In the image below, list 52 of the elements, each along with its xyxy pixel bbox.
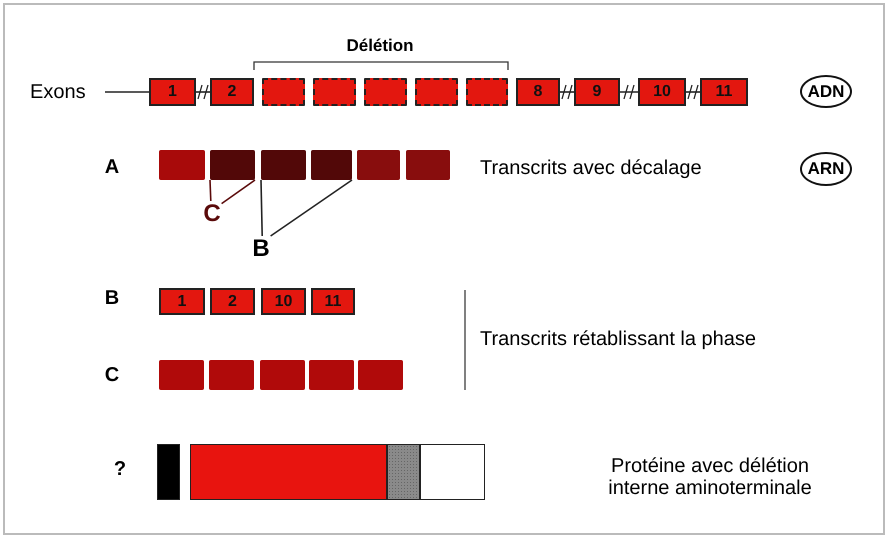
connector-line [105,91,149,93]
row-label: ? [114,458,126,481]
exon-box: 8 [516,78,560,106]
deleted-exon-box [466,78,508,106]
intron-line [620,84,638,100]
callout-letter: C [200,201,224,227]
protein-segment [190,444,387,500]
leader-line [270,179,352,237]
exon-box: 2 [210,78,254,106]
intron-line [196,84,210,100]
transcript-block [261,150,306,180]
protein-segment [157,444,180,500]
row-label: A [104,156,120,179]
deletion-label: Délétion [346,36,414,56]
caption-text: Transcrits avec décalage [480,157,702,180]
deleted-exon-box [313,78,356,106]
transcript-block [311,150,352,180]
callout-letter: B [249,236,273,262]
transcript-block [358,360,403,390]
leader-line [209,180,212,202]
exon-box: 10 [261,288,306,315]
intron-line [560,84,574,100]
transcript-block [260,360,305,390]
transcript-block [209,360,254,390]
intron-line [686,84,700,100]
exons-label: Exons [30,80,105,104]
exon-box: 11 [311,288,355,315]
protein-segment [420,444,485,500]
caption-text: Transcrits rétablissant la phase [480,328,756,351]
leader-line [221,179,256,204]
transcript-block [357,150,400,180]
transcript-block [159,360,204,390]
row-label: C [104,364,120,387]
transcript-block [159,150,205,180]
exon-box: 9 [574,78,620,106]
molecule-oval: ARN [800,152,852,186]
leader-line [260,180,263,236]
row-label: B [104,287,120,310]
transcript-block [210,150,255,180]
exon-box: 2 [210,288,255,315]
transcript-block [309,360,354,390]
transcript-block [406,150,450,180]
deleted-exon-box [415,78,458,106]
caption-text: Protéine avec délétion interne aminoterminale [607,455,813,499]
exon-box: 1 [159,288,205,315]
molecule-oval: ADN [800,75,852,108]
deleted-exon-box [262,78,305,106]
protein-segment [387,444,420,500]
deleted-exon-box [364,78,407,106]
exon-box: 11 [700,78,748,106]
exon-box: 10 [638,78,686,106]
exon-box: 1 [149,78,196,106]
